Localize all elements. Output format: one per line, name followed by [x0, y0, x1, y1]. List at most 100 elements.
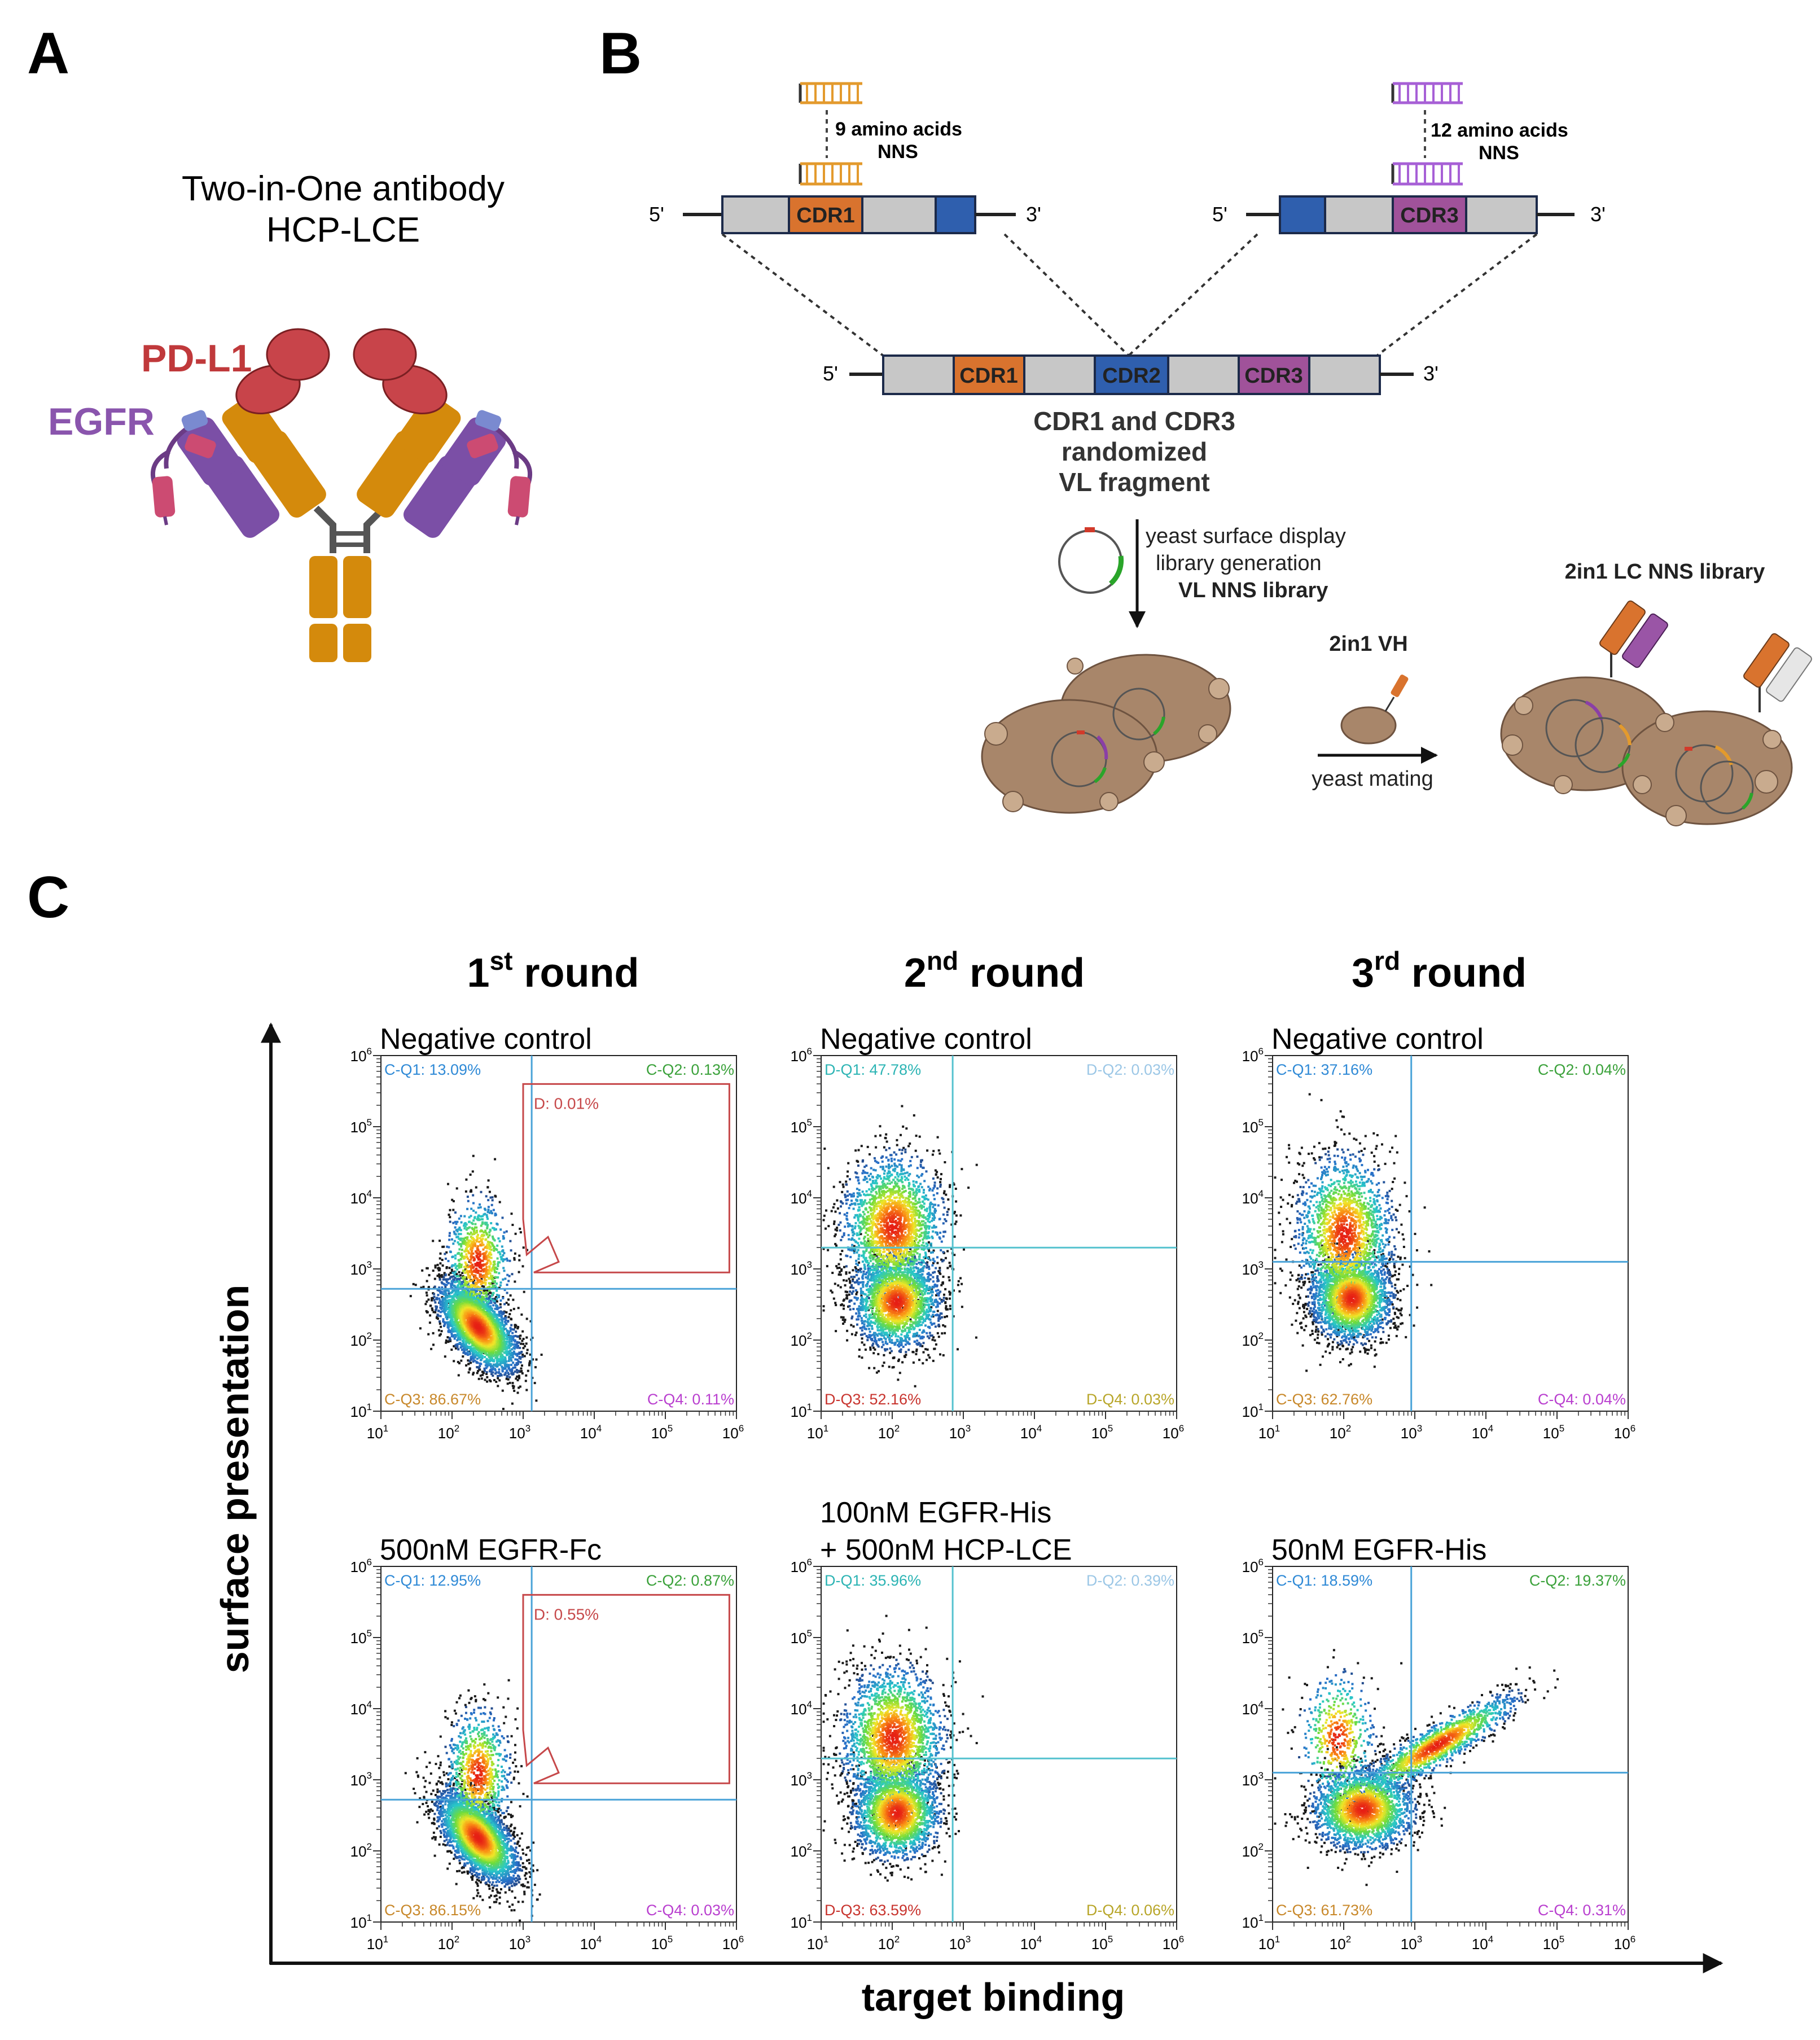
y-tick-label: 102	[350, 1330, 372, 1349]
quadrant-label-q1: D-Q1: 47.78%	[825, 1061, 921, 1078]
x-tick-label: 106	[722, 1934, 744, 1953]
x-tick-label: 102	[878, 1423, 900, 1442]
fragment-caption-line1: CDR1 and CDR3	[1033, 406, 1235, 436]
x-axis-label: target binding	[862, 1975, 1125, 2019]
right-vl-fragment: 5' CDR3 3'	[1212, 196, 1606, 233]
library-generation-step: yeast surface display library generation…	[1059, 519, 1346, 627]
x-tick-label: 103	[949, 1934, 971, 1953]
x-tick-label: 102	[438, 1934, 459, 1953]
quadrant-label-q4: C-Q4: 0.04%	[1538, 1391, 1626, 1408]
egfr-label: EGFR	[48, 400, 155, 443]
cdr1-label: CDR1	[796, 204, 854, 227]
x-tick-label: 104	[1472, 1423, 1493, 1442]
x-tick-label: 104	[580, 1423, 602, 1442]
x-tick-label: 103	[509, 1423, 530, 1442]
quadrant-label-q2: C-Q2: 0.13%	[646, 1061, 734, 1078]
y-tick-label: 104	[1242, 1188, 1264, 1207]
x-tick-label: 103	[949, 1423, 971, 1442]
quadrant-label-q3: D-Q3: 63.59%	[825, 1902, 921, 1919]
fc-domain	[343, 556, 371, 618]
quadrant-label-q4: D-Q4: 0.06%	[1086, 1902, 1174, 1919]
y-tick-label: 103	[791, 1259, 812, 1278]
round-number: 1	[467, 951, 490, 996]
mating-label: yeast mating	[1312, 767, 1433, 791]
left-primer-label-line2: NNS	[878, 141, 918, 163]
plot-title: Negative control	[820, 1023, 1032, 1056]
y-tick-label: 105	[1242, 1117, 1264, 1136]
y-tick-label: 103	[1242, 1259, 1264, 1278]
flow-plot: 500nM EGFR-FcD: 0.55%C-Q1: 12.95%C-Q2: 0…	[350, 1534, 744, 1953]
right-primer-label-line2: NNS	[1479, 142, 1519, 164]
quadrant-label-q4: C-Q4: 0.03%	[646, 1902, 734, 1919]
quadrant-label-q2: C-Q2: 0.87%	[646, 1572, 734, 1589]
final-library-label: 2in1 LC NNS library	[1565, 560, 1765, 584]
quadrant-label-q1: C-Q1: 12.95%	[384, 1572, 481, 1589]
y-tick-label: 102	[791, 1330, 812, 1349]
x-tick-label: 104	[1472, 1934, 1493, 1953]
x-tick-label: 101	[807, 1423, 828, 1442]
yeast-2in1-library: 2in1 LC NNS library	[1501, 560, 1813, 826]
x-tick-label: 105	[651, 1423, 673, 1442]
panel-b-letter: B	[599, 21, 642, 86]
y-tick-label: 106	[1242, 1557, 1264, 1575]
quadrant-label-q2: D-Q2: 0.03%	[1086, 1061, 1174, 1078]
x-tick-label: 103	[1401, 1934, 1422, 1953]
cdr2-label: CDR2	[1102, 364, 1160, 388]
y-tick-label: 101	[791, 1402, 812, 1420]
y-tick-label: 105	[350, 1628, 372, 1647]
x-tick-label: 106	[1614, 1423, 1635, 1442]
yeast-vl-library	[982, 655, 1230, 813]
assembly-connectors	[722, 234, 1537, 356]
quadrant-label-q4: C-Q4: 0.31%	[1538, 1902, 1626, 1919]
gate-label: D: 0.01%	[534, 1095, 599, 1113]
x-tick-label: 102	[1330, 1934, 1351, 1953]
y-tick-label: 101	[350, 1402, 372, 1420]
step1-line2: library generation	[1156, 551, 1322, 575]
y-tick-label: 106	[791, 1557, 812, 1575]
y-tick-label: 103	[350, 1770, 372, 1789]
left-primer-label-line1: 9 amino acids	[835, 119, 962, 140]
y-tick-label: 106	[1242, 1046, 1264, 1065]
x-tick-label: 106	[1614, 1934, 1635, 1953]
round-number: 3	[1352, 951, 1374, 996]
gate-label: D: 0.55%	[534, 1606, 599, 1623]
y-tick-label: 105	[791, 1117, 812, 1136]
x-tick-label: 104	[580, 1934, 602, 1953]
round-word: round	[958, 951, 1085, 996]
panel-a-letter: A	[27, 21, 69, 86]
fc-domain	[309, 556, 337, 618]
y-tick-label: 103	[1242, 1770, 1264, 1789]
quadrant-label-q1: C-Q1: 13.09%	[384, 1061, 481, 1078]
y-tick-label: 104	[350, 1188, 372, 1207]
y-tick-label: 104	[1242, 1699, 1264, 1718]
left-primer: 9 amino acids NNS	[800, 84, 962, 184]
panel-b: B 9 amino acids NNS	[599, 21, 1813, 826]
y-tick-label: 106	[350, 1046, 372, 1065]
five-prime-end: 5'	[823, 362, 838, 385]
round-word: round	[1400, 951, 1527, 996]
antibody-title-line2: HCP-LCE	[266, 211, 420, 249]
yeast-vh: 2in1 VH yeast mating	[1312, 632, 1436, 791]
y-tick-label: 102	[350, 1841, 372, 1860]
fragment-caption-line3: VL fragment	[1059, 467, 1210, 497]
plot-title: 100nM EGFR-His	[820, 1496, 1051, 1529]
quadrant-label-q1: D-Q1: 35.96%	[825, 1572, 921, 1589]
y-tick-label: 103	[350, 1259, 372, 1278]
antibody-title-line1: Two-in-One antibody	[182, 169, 505, 208]
cdr3-label: CDR3	[1400, 204, 1458, 227]
x-tick-label: 101	[1258, 1934, 1280, 1953]
quadrant-label-q4: D-Q4: 0.03%	[1086, 1391, 1174, 1408]
y-tick-label: 102	[1242, 1841, 1264, 1860]
round-number: 2	[904, 951, 927, 996]
y-tick-label: 102	[1242, 1330, 1264, 1349]
fragment-caption-line2: randomized	[1062, 437, 1207, 466]
round-header: 1st round	[467, 946, 639, 996]
quadrant-label-q3: C-Q3: 61.73%	[1276, 1902, 1372, 1919]
flow-plots: Negative control D: 0.01% C-Q1: 13.09% C-Q2…	[350, 1023, 1636, 1953]
y-tick-label: 101	[791, 1912, 812, 1931]
